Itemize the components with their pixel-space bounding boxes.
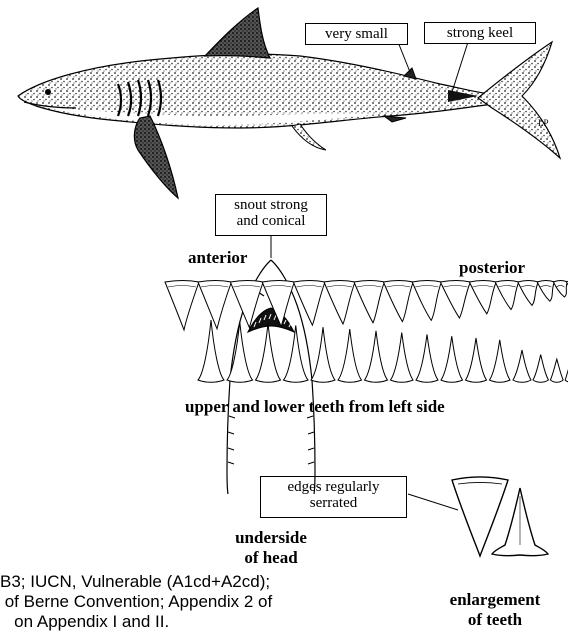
footer-line-3: on Appendix I and II.: [0, 613, 169, 631]
label-underside-of-head: underside of head: [215, 528, 327, 568]
footer-line-2: of Berne Convention; Appendix 2 of: [0, 593, 272, 611]
underside-line1: underside: [215, 528, 327, 548]
enlargement-line2: of teeth: [430, 610, 560, 630]
label-anterior: anterior: [188, 248, 247, 268]
teeth-caption: upper and lower teeth from left side: [185, 397, 445, 417]
footer-line-1: B3; IUCN, Vulnerable (A1cd+A2cd);: [0, 573, 270, 591]
label-enlargement-of-teeth: enlargement of teeth: [430, 590, 560, 630]
label-posterior: posterior: [459, 258, 525, 278]
underside-line2: of head: [215, 548, 327, 568]
enlarged-upper-tooth: [452, 477, 508, 556]
enlargement-line1: enlargement: [430, 590, 560, 610]
